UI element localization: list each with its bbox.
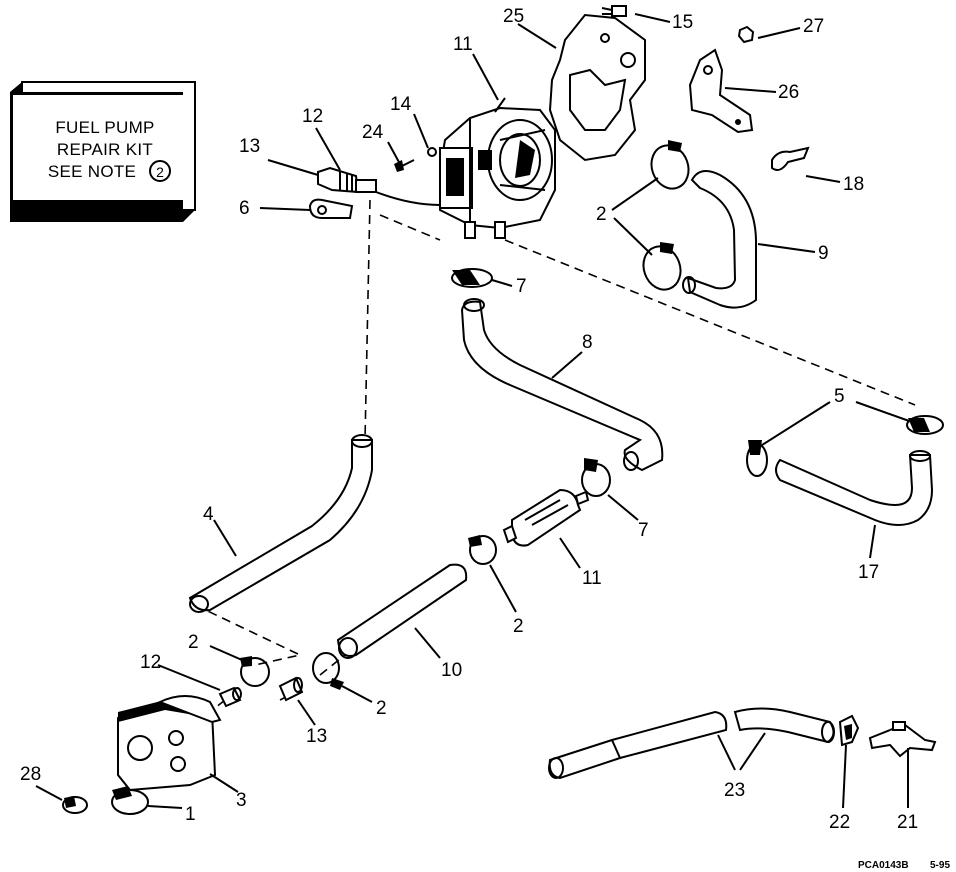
primer-housing [117,695,222,792]
callout-3: 3 [236,790,247,811]
callout-2-upper: 2 [596,204,607,225]
small-hardware [308,5,810,219]
fuel-filter [502,488,590,547]
callout-17: 14 [390,94,412,115]
kit-line-2: REPAIR KIT [57,140,153,159]
callout-14: 11 [453,34,473,55]
note-number: 2 [156,164,164,180]
hose-fittings [218,676,304,708]
mounting-bracket-plate [548,13,646,162]
callout-22: 22 [829,812,850,833]
callout-13: 13 [306,726,327,747]
callout-26: 26 [778,82,799,103]
hose-clamps [62,140,944,815]
kit-line-3: SEE NOTE [48,162,136,181]
fuel-pump [439,97,556,239]
support-bracket [688,48,754,134]
callout-23: 23 [724,780,745,801]
callout-28: 28 [20,764,41,785]
callout-2-left: 2 [188,632,199,653]
repair-kit-box: FUEL PUMP REPAIR KIT SEE NOTE 2 [10,81,196,222]
callout-18: 15 [672,12,693,33]
callout-24: 24 [362,122,384,143]
callout-12: 12 [140,652,161,673]
callout-9: 9 [818,243,829,264]
callout-10: 10 [441,660,462,681]
callout-11: 11 [582,568,602,589]
fuel-hoses [188,170,934,780]
callout-8: 8 [582,332,593,353]
callout-2-filter: 2 [513,616,524,637]
callout-20: 18 [843,174,864,195]
callout-19: 17 [858,562,879,583]
leader-lines [35,13,913,809]
callout-2-hose10: 2 [376,698,387,719]
connection-lines [194,199,916,721]
callout-numbers: 25 11 12 13 6 24 14 15 27 26 18 2 9 7 8 … [20,6,918,833]
footer: PCA0143B 5-95 [858,860,950,871]
callout-7-upper: 7 [516,276,527,297]
callout-21: 21 [897,812,918,833]
callout-16: 13 [239,136,260,157]
callout-7-lower: 7 [638,520,649,541]
callout-27: 27 [803,16,824,37]
callout-6: 6 [239,198,250,219]
callout-15: 12 [302,106,323,127]
callout-1: 1 [185,804,196,825]
callout-25: 25 [503,6,524,27]
kit-line-1: FUEL PUMP [55,118,154,137]
diagram-code: PCA0143B [858,860,909,871]
fuel-valve [838,714,937,758]
callout-5: 5 [834,386,845,407]
callout-4: 4 [203,504,214,525]
diagram-date: 5-95 [930,860,950,871]
